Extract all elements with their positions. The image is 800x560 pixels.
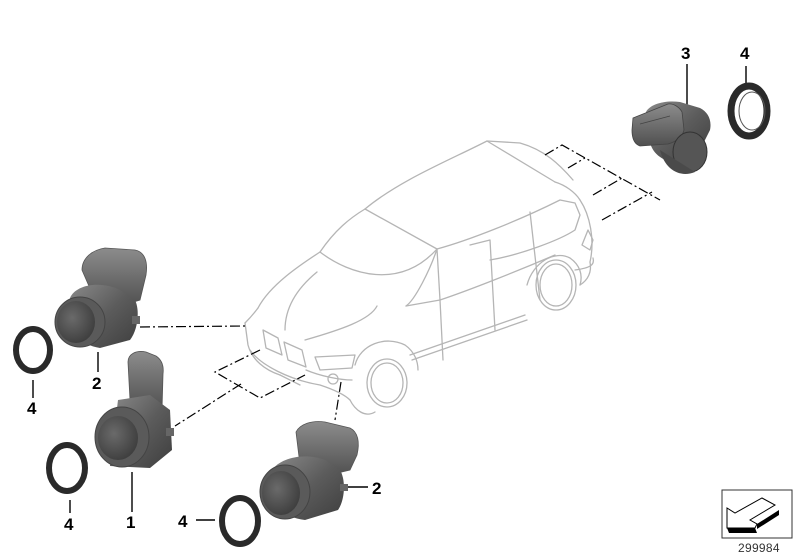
part-4-ring-lower-left[interactable]: [46, 442, 88, 494]
callout-4-bottom: 4: [178, 512, 188, 531]
part-2-sensor-left[interactable]: [54, 247, 147, 348]
callout-2-left: 2: [92, 374, 102, 393]
callout-4-lower-left: 4: [64, 515, 74, 534]
callout-1: 1: [126, 513, 136, 532]
part-4-ring-rear[interactable]: [727, 82, 771, 140]
callout-4-rear: 4: [740, 44, 750, 63]
callout-3: 3: [681, 44, 691, 63]
part-3-rear-sensor[interactable]: [631, 101, 711, 174]
car-outline: [244, 140, 595, 415]
part-4-ring-left[interactable]: [13, 326, 53, 374]
arrow-down-left-icon[interactable]: [721, 489, 793, 539]
callout-leader-lines: [32, 64, 747, 521]
callout-2-lower: 2: [372, 479, 382, 498]
callout-4-left: 4: [27, 399, 37, 418]
part-2-sensor-lower[interactable]: [259, 421, 359, 520]
dashed-leader-lines: [139, 144, 661, 427]
part-1-sensor[interactable]: [94, 351, 174, 468]
diagram-id: 299984: [738, 541, 780, 555]
part-4-ring-bottom[interactable]: [219, 495, 261, 547]
